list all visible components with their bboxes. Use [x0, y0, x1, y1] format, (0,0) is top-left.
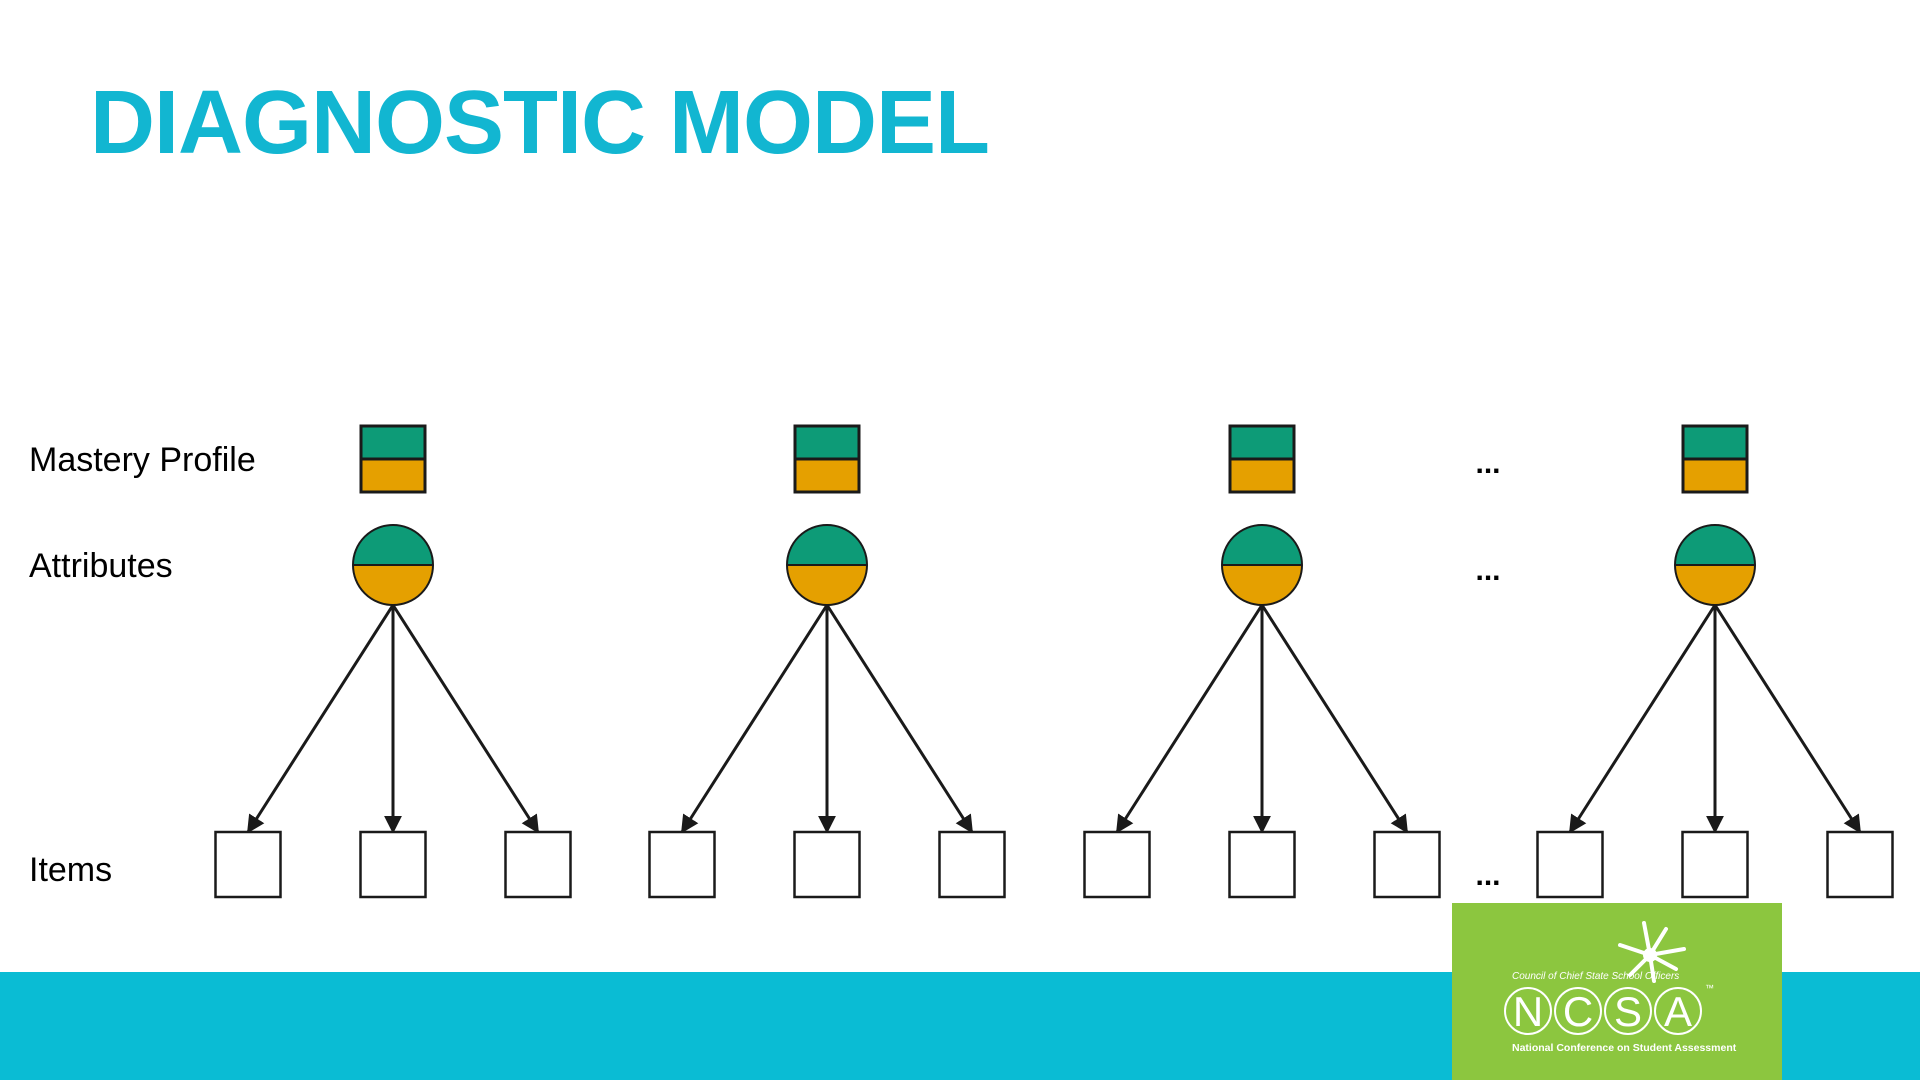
attribute-node: [1221, 524, 1303, 606]
item-box: [793, 830, 861, 899]
attribute-item-arrow: [1568, 604, 1717, 834]
attributes-label: Attributes: [29, 547, 173, 585]
logo-top-text: Council of Chief State School Officers: [1512, 971, 1679, 982]
attribute-node: [786, 524, 868, 606]
item-box: [648, 830, 716, 899]
item-box: [214, 830, 282, 899]
ellipsis-attributes: ...: [1475, 554, 1500, 587]
ellipsis-items: ...: [1475, 859, 1500, 892]
mastery-profile-block: [1681, 424, 1749, 494]
item-box: [1228, 830, 1296, 899]
attribute-item-arrow: [1115, 604, 1264, 834]
logo-letter-a: A: [1664, 988, 1692, 1035]
item-box: [1373, 830, 1441, 899]
logo-trademark: ™: [1705, 983, 1714, 993]
item-box: [359, 830, 427, 899]
attribute-item-arrow: [1713, 604, 1862, 834]
attribute-node: [352, 524, 434, 606]
ncsa-logo: Council of Chief State School Officers N…: [1452, 903, 1782, 1080]
items-label: Items: [29, 851, 113, 889]
attribute-item-arrow: [825, 604, 974, 834]
star-burst-icon: [1618, 921, 1686, 983]
item-box: [938, 830, 1006, 899]
item-box: [1826, 830, 1894, 899]
item-box: [1536, 830, 1604, 899]
attribute-item-arrow: [246, 604, 395, 834]
mastery-profile-block: [359, 424, 427, 494]
logo-letter-n: N: [1513, 988, 1543, 1035]
item-box: [1681, 830, 1749, 899]
mastery-profile-block: [1228, 424, 1296, 494]
mastery-profile-block: [793, 424, 861, 494]
item-box: [1083, 830, 1151, 899]
mastery-profile-label: Mastery Profile: [29, 441, 256, 479]
attribute-item-arrow: [680, 604, 829, 834]
logo-bottom-text: National Conference on Student Assessmen…: [1512, 1042, 1737, 1054]
logo-letter-c: C: [1563, 988, 1593, 1035]
ellipsis-mastery: ...: [1475, 447, 1500, 480]
page-title: DIAGNOSTIC MODEL: [90, 73, 990, 173]
item-box: [504, 830, 572, 899]
attribute-item-arrow: [391, 604, 540, 834]
attribute-item-arrow: [1260, 604, 1409, 834]
logo-letter-s: S: [1614, 988, 1642, 1035]
attribute-node: [1674, 524, 1756, 606]
